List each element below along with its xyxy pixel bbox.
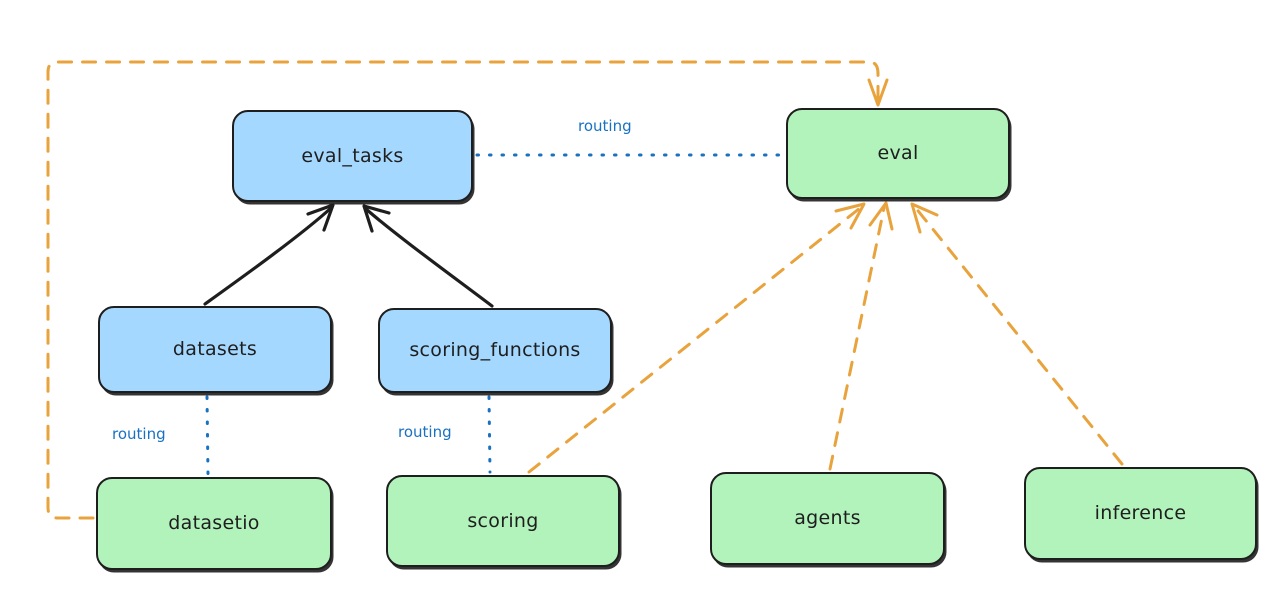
node-label: scoring	[467, 509, 539, 532]
edge-label-routing-eval-tasks-eval: routing	[578, 117, 632, 135]
node-label: datasetio	[168, 512, 260, 535]
node-label: eval	[877, 142, 919, 165]
edge-datasets-to-eval_tasks	[203, 203, 335, 306]
node-datasets[interactable]: datasets	[98, 306, 332, 393]
edge-datasets-to-datasetio	[205, 395, 210, 476]
node-agents[interactable]: agents	[710, 472, 945, 565]
node-eval[interactable]: eval	[786, 108, 1010, 199]
edge-scoring_functions-to-scoring	[487, 395, 492, 474]
node-datasetio[interactable]: datasetio	[96, 477, 332, 570]
node-eval-tasks[interactable]: eval_tasks	[232, 110, 473, 202]
edge-label-routing-scoring-functions-scoring: routing	[398, 423, 452, 441]
node-label: datasets	[172, 338, 258, 361]
node-label: inference	[1094, 502, 1187, 525]
node-inference[interactable]: inference	[1024, 467, 1257, 560]
edge-agents-to-eval	[828, 201, 894, 471]
node-label: agents	[794, 507, 861, 530]
node-label: scoring_functions	[409, 339, 581, 362]
node-label: eval_tasks	[301, 144, 404, 167]
node-scoring[interactable]: scoring	[386, 475, 620, 567]
node-scoring-functions[interactable]: scoring_functions	[378, 308, 612, 393]
edge-inference-to-eval	[910, 202, 1124, 466]
edge-scoring_functions-to-eval_tasks	[362, 204, 494, 308]
edge-label-routing-datasets-datasetio: routing	[112, 425, 166, 443]
